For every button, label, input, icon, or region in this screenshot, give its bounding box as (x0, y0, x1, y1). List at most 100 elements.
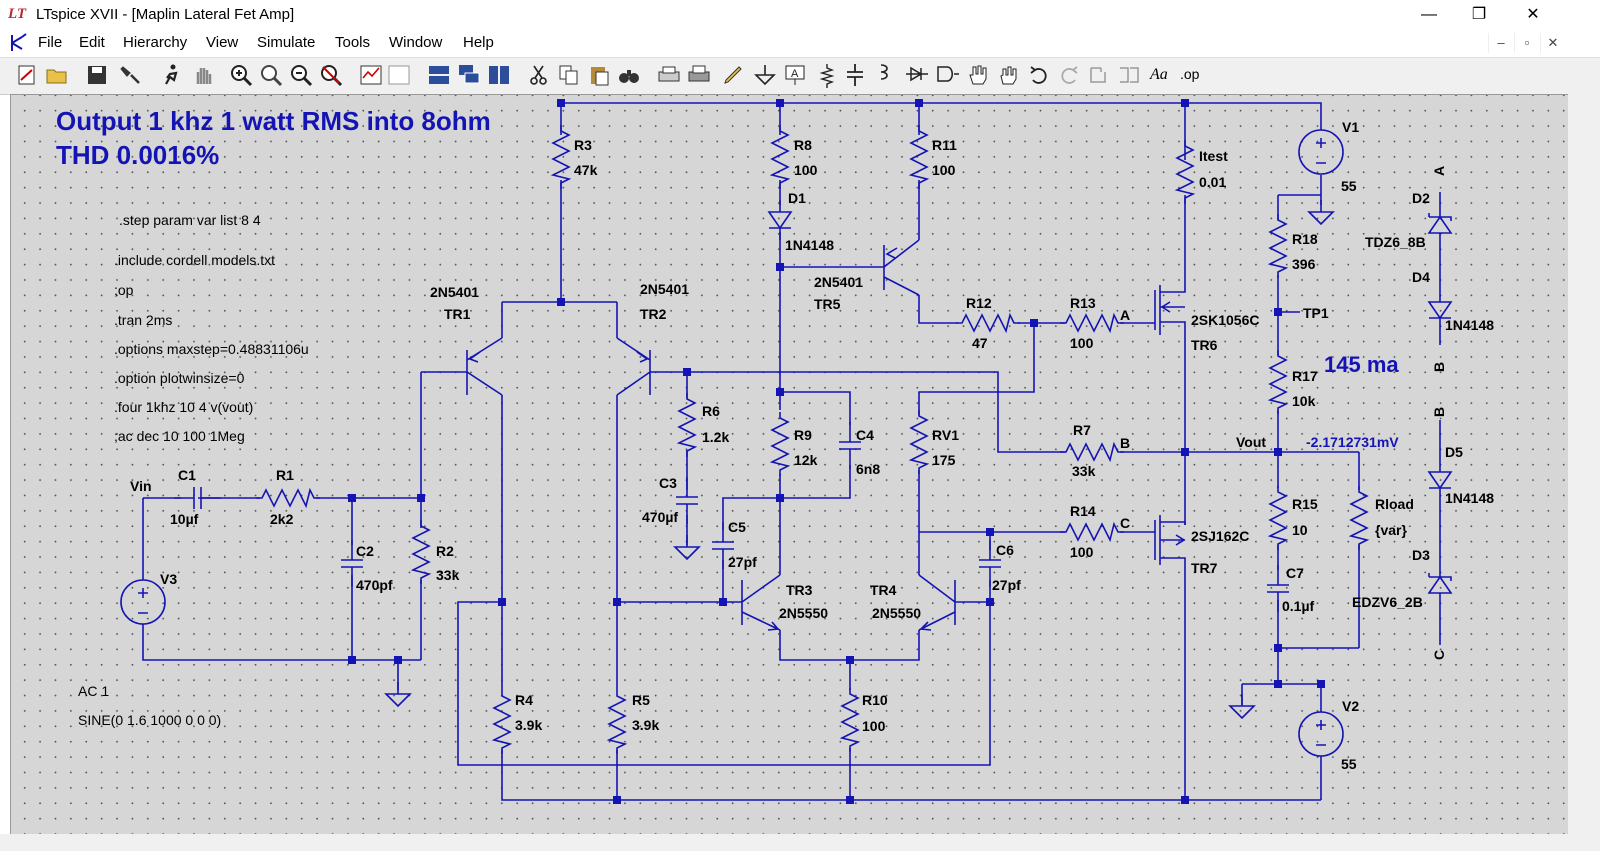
tr4-value[interactable]: 2N5550 (872, 605, 921, 621)
r2-value[interactable]: 33k (436, 567, 460, 583)
r7-label[interactable]: R7 (1073, 422, 1091, 438)
fit-icon[interactable] (386, 62, 412, 88)
r9-value[interactable]: 12k (794, 452, 818, 468)
r2-label[interactable]: R2 (436, 543, 454, 559)
copy-icon[interactable] (556, 62, 582, 88)
d2-value[interactable]: TDZ6_8B (1365, 234, 1426, 250)
r15-label[interactable]: R15 (1292, 496, 1318, 512)
r8-label[interactable]: R8 (794, 137, 812, 153)
menu-file[interactable]: File (38, 34, 63, 51)
horizontal-scrollbar[interactable] (0, 834, 1600, 851)
v2-value[interactable]: 55 (1341, 756, 1357, 772)
r13-label[interactable]: R13 (1070, 295, 1096, 311)
r10-value[interactable]: 100 (862, 718, 886, 734)
r3-value[interactable]: 47k (574, 162, 598, 178)
menu-help[interactable]: Help (463, 34, 494, 51)
d5-label[interactable]: D5 (1445, 444, 1463, 460)
itest-label[interactable]: Itest (1199, 148, 1228, 164)
mdi-restore-button[interactable]: ▫ (1514, 33, 1539, 53)
c2-label[interactable]: C2 (356, 543, 374, 559)
print-icon[interactable] (686, 62, 712, 88)
r3-label[interactable]: R3 (574, 137, 592, 153)
rv1-label[interactable]: RV1 (932, 427, 959, 443)
tr6-label[interactable]: 2SK1056C (1191, 312, 1260, 328)
tr6-value[interactable]: TR6 (1191, 337, 1218, 353)
tr1-label[interactable]: 2N5401 (430, 284, 479, 300)
tr3-value[interactable]: 2N5550 (779, 605, 828, 621)
open-icon[interactable] (44, 62, 70, 88)
ground-icon[interactable] (752, 62, 778, 88)
text-icon[interactable]: Aa (1150, 66, 1168, 83)
r5-value[interactable]: 3.9k (632, 717, 659, 733)
move-icon[interactable] (966, 62, 992, 88)
c3-value[interactable]: 470µf (642, 509, 678, 525)
v1-value[interactable]: 55 (1341, 178, 1357, 194)
rotate-icon[interactable] (1086, 62, 1112, 88)
tr2-value[interactable]: TR2 (640, 306, 667, 322)
mirror-icon[interactable] (1116, 62, 1142, 88)
r12-value[interactable]: 47 (972, 335, 988, 351)
redo-icon[interactable] (1056, 62, 1082, 88)
d1-label[interactable]: D1 (788, 190, 806, 206)
run-icon[interactable] (158, 62, 184, 88)
v1-label[interactable]: V1 (1342, 119, 1359, 135)
c3-label[interactable]: C3 (659, 475, 677, 491)
r5-label[interactable]: R5 (632, 692, 650, 708)
d5-value[interactable]: 1N4148 (1445, 490, 1494, 506)
r9-label[interactable]: R9 (794, 427, 812, 443)
save-icon[interactable] (84, 62, 110, 88)
mdi-close-button[interactable]: ✕ (1540, 33, 1565, 53)
menu-simulate[interactable]: Simulate (257, 34, 316, 51)
rload-value[interactable]: {var} (1375, 522, 1407, 538)
menu-window[interactable]: Window (389, 34, 443, 51)
r11-label[interactable]: R11 (932, 137, 957, 153)
c5-value[interactable]: 27pf (728, 554, 757, 570)
schematic-canvas[interactable] (10, 94, 1570, 836)
tr7-value[interactable]: TR7 (1191, 560, 1218, 576)
c4-value[interactable]: 6n8 (856, 461, 880, 477)
r13-value[interactable]: 100 (1070, 335, 1094, 351)
tr2-label[interactable]: 2N5401 (640, 281, 689, 297)
resistor-icon[interactable] (814, 62, 840, 88)
menu-hierarchy[interactable]: Hierarchy (123, 34, 188, 51)
c7-label[interactable]: C7 (1286, 565, 1304, 581)
paste-icon[interactable] (586, 62, 612, 88)
component-icon[interactable] (934, 62, 960, 88)
d1-value[interactable]: 1N4148 (785, 237, 834, 253)
label-net-icon[interactable]: A (782, 62, 808, 88)
r18-label[interactable]: R18 (1292, 231, 1318, 247)
schematic-doc-icon[interactable] (8, 32, 30, 54)
d3-label[interactable]: D3 (1412, 547, 1430, 563)
r17-value[interactable]: 10k (1292, 393, 1316, 409)
zoom-cancel-icon[interactable] (318, 62, 344, 88)
v3-label[interactable]: V3 (160, 571, 177, 587)
d2-label[interactable]: D2 (1412, 190, 1430, 206)
r4-value[interactable]: 3.9k (515, 717, 542, 733)
tr3-label[interactable]: TR3 (786, 582, 813, 598)
d4-label[interactable]: D4 (1412, 269, 1430, 285)
minimize-button[interactable]: — (1421, 6, 1437, 23)
menu-view[interactable]: View (206, 34, 239, 51)
zoom-out-icon[interactable] (288, 62, 314, 88)
zoom-in-icon[interactable] (228, 62, 254, 88)
r15-value[interactable]: 10 (1292, 522, 1308, 538)
r18-value[interactable]: 396 (1292, 256, 1316, 272)
restore-button[interactable]: ❐ (1471, 6, 1487, 23)
rload-label[interactable]: Rload (1375, 496, 1414, 512)
c7-value[interactable]: 0.1µf (1282, 598, 1315, 614)
r1-label[interactable]: R1 (276, 467, 294, 483)
r11-value[interactable]: 100 (932, 162, 956, 178)
draw-wire-icon[interactable] (720, 62, 746, 88)
r14-label[interactable]: R14 (1070, 503, 1096, 519)
cascade-icon[interactable] (456, 62, 482, 88)
menu-edit[interactable]: Edit (79, 34, 105, 51)
drag-icon[interactable] (996, 62, 1022, 88)
mdi-minimize-button[interactable]: – (1488, 33, 1513, 53)
r4-label[interactable]: R4 (515, 692, 533, 708)
pan-icon[interactable] (258, 62, 284, 88)
r12-label[interactable]: R12 (966, 295, 992, 311)
tile-vertical-icon[interactable] (486, 62, 512, 88)
tr1-value[interactable]: TR1 (444, 306, 471, 322)
menu-tools[interactable]: Tools (335, 34, 371, 51)
r7-value[interactable]: 33k (1072, 463, 1096, 479)
